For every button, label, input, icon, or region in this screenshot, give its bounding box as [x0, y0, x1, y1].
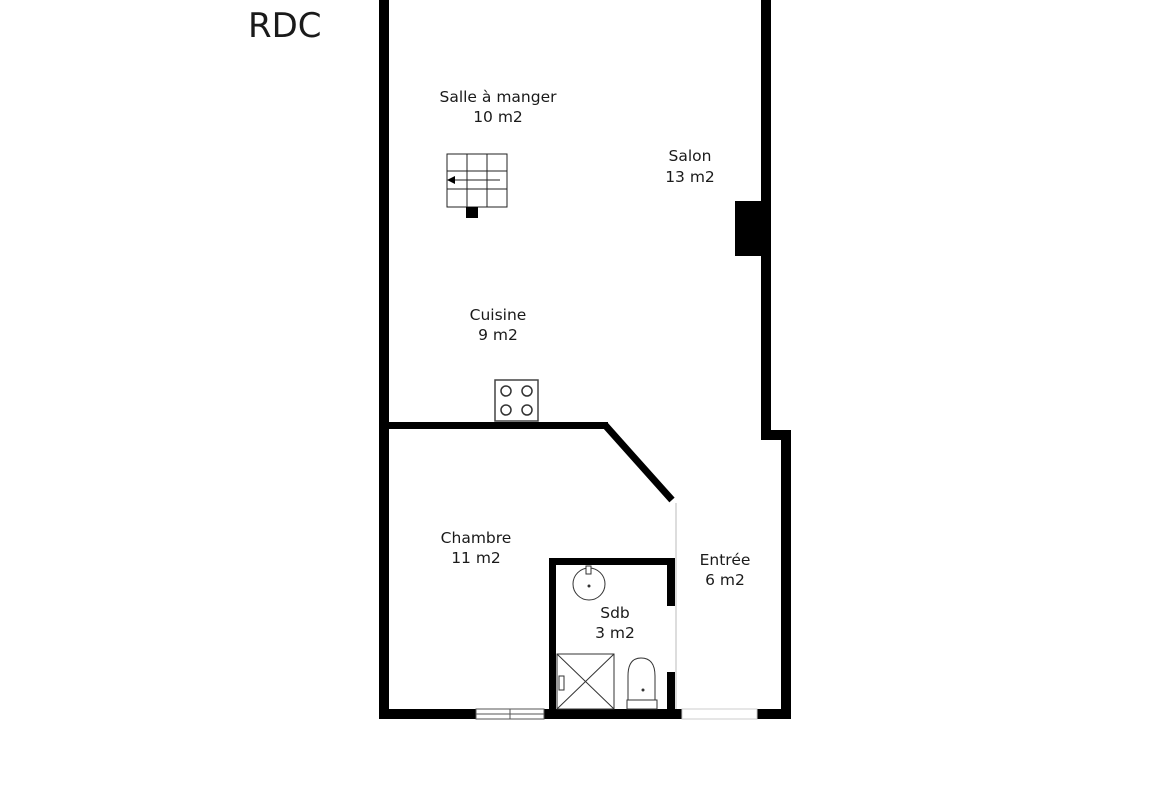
room-area: 10 m2 — [473, 108, 523, 126]
room-chambre: Chambre 11 m2 — [441, 529, 512, 567]
room-salon: Salon 13 m2 — [665, 147, 715, 186]
wall-step — [761, 430, 791, 440]
sink-icon — [572, 565, 606, 601]
room-sdb: Sdb 3 m2 — [595, 604, 635, 642]
wall-sdb-right-lower — [667, 672, 675, 713]
window — [475, 708, 545, 720]
room-name: Salle à manger — [439, 88, 557, 106]
wall-diagonal — [602, 422, 675, 503]
room-name: Cuisine — [470, 306, 527, 324]
cooktop-icon — [494, 379, 539, 422]
staircase-icon — [446, 153, 508, 218]
room-area: 9 m2 — [478, 326, 518, 344]
wall-kitchen-bedroom — [379, 422, 608, 429]
room-name: Chambre — [441, 529, 512, 547]
shower-icon — [556, 653, 615, 710]
entrance-door — [681, 708, 758, 720]
wall-bottom-right — [757, 709, 791, 719]
room-entree: Entrée 6 m2 — [700, 551, 751, 589]
room-cuisine: Cuisine 9 m2 — [470, 306, 527, 344]
room-name: Salon — [669, 147, 712, 165]
room-name: Entrée — [700, 551, 751, 569]
room-name: Sdb — [600, 604, 630, 622]
wall-sdb-left — [549, 558, 556, 713]
wall-right-entree — [781, 430, 791, 719]
room-salle-a-manger: Salle à manger 10 m2 — [439, 88, 557, 126]
chimney — [735, 201, 765, 256]
room-area: 6 m2 — [705, 571, 745, 589]
wall-sdb-right-upper — [667, 558, 675, 606]
wall-right-salon — [761, 0, 771, 440]
room-area: 11 m2 — [451, 549, 501, 567]
wall-left — [379, 0, 389, 719]
toilet-icon — [626, 657, 658, 710]
room-area: 13 m2 — [665, 168, 715, 186]
wall-sdb-top — [549, 558, 675, 565]
walls — [379, 0, 791, 719]
room-area: 3 m2 — [595, 624, 635, 642]
floor-title: RDC — [248, 6, 322, 46]
wall-bottom-mid — [544, 709, 682, 719]
wall-bottom-left — [379, 709, 476, 719]
